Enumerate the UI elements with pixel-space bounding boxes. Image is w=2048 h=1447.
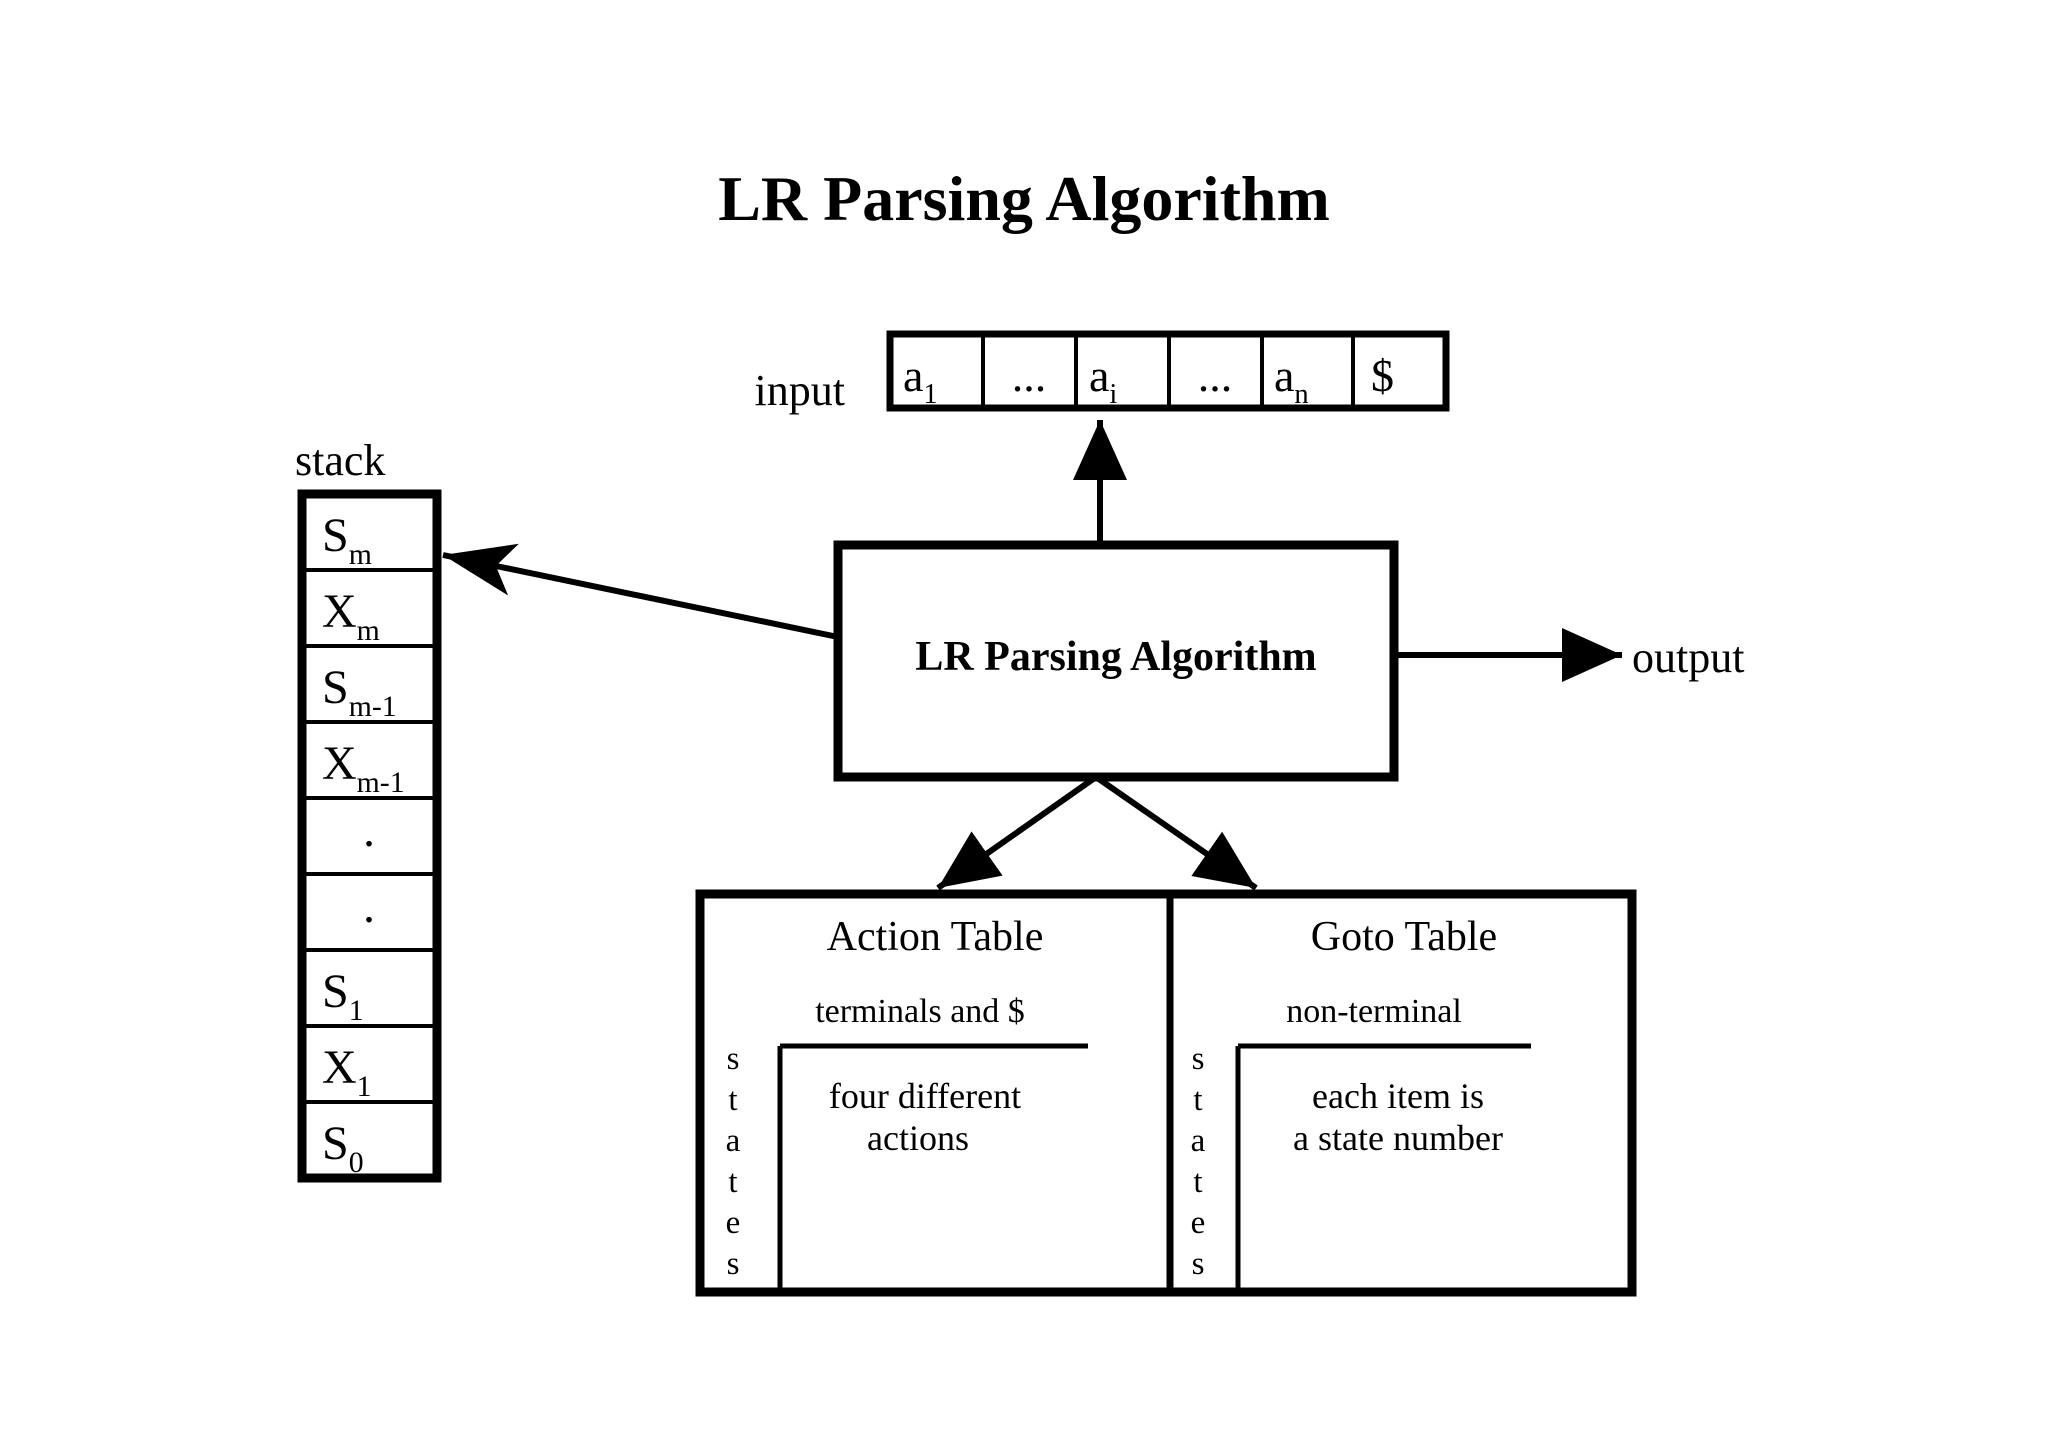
input-cell-4-sub: n: [1294, 379, 1308, 410]
goto-table-states-letter-3: t: [1193, 1164, 1202, 1200]
goto-table-body-line-0: each item is: [1312, 1076, 1484, 1116]
input-cell-1-base: ...: [1012, 350, 1047, 401]
input-cell-2-sub: i: [1109, 379, 1117, 410]
input-cell-4-base: a: [1274, 350, 1294, 401]
stack-cell-1-sub: m: [357, 614, 380, 647]
stack-cell-0: Sm: [322, 509, 372, 571]
stack-cell-8-sub: 0: [349, 1146, 364, 1179]
action-table-states-letter-1: t: [728, 1082, 737, 1118]
input-tape: a1 ... ai ... an $: [886, 330, 1450, 412]
stack-box: Sm Xm Sm-1 Xm-1 . . S1 X1 S0: [297, 489, 442, 1183]
goto-table: Goto Table non-terminal s t a t e s each…: [1191, 914, 1531, 1288]
action-table-states-letter-0: s: [727, 1041, 740, 1077]
stack-arrow: [442, 543, 839, 640]
goto-table-body-line-1: a state number: [1293, 1118, 1503, 1158]
action-table: Action Table terminals and $ s t a t e s…: [726, 914, 1088, 1288]
stack-cell-7-sub: 1: [357, 1070, 372, 1103]
action-table-body-line-1: actions: [867, 1118, 969, 1158]
goto-table-column-header: non-terminal: [1286, 993, 1462, 1030]
stack-cell-6: S1: [322, 965, 364, 1027]
page-title: LR Parsing Algorithm: [718, 163, 1330, 234]
stack-cell-0-base: S: [322, 509, 349, 562]
stack-cell-2: Sm-1: [322, 661, 397, 723]
input-cell-2-base: a: [1089, 350, 1109, 401]
action-table-body-line-0: four different: [829, 1076, 1021, 1116]
input-cell-0-base: a: [903, 350, 923, 401]
input-cell-1: ...: [1012, 350, 1047, 401]
stack-cell-7: X1: [322, 1041, 372, 1103]
stack-cell-1-base: X: [322, 585, 357, 638]
action-table-states-letter-5: s: [727, 1246, 740, 1282]
input-cell-3: ...: [1198, 350, 1233, 401]
action-table-states-letter-3: t: [728, 1164, 737, 1200]
output-label: output: [1632, 633, 1744, 682]
input-cell-4: an: [1274, 350, 1309, 410]
goto-table-states-letter-5: s: [1192, 1246, 1205, 1282]
input-cell-5-base: $: [1371, 350, 1394, 401]
stack-cell-3-base: X: [322, 737, 357, 790]
stack-cell-3-sub: m-1: [357, 766, 405, 799]
stack-cell-7-base: X: [322, 1041, 357, 1094]
action-table-states-letter-4: e: [726, 1205, 741, 1241]
input-cell-2: ai: [1089, 350, 1117, 410]
goto-table-states-letter-1: t: [1193, 1082, 1202, 1118]
input-cell-0-sub: 1: [923, 379, 937, 410]
engine-label: LR Parsing Algorithm: [915, 634, 1316, 680]
engine-box: LR Parsing Algorithm: [833, 540, 1399, 782]
stack-label: stack: [295, 436, 385, 485]
goto-table-title: Goto Table: [1311, 914, 1497, 960]
action-table-states-letter-2: a: [726, 1123, 741, 1159]
stack-cell-5: .: [363, 880, 375, 933]
stack-cell-8-base: S: [322, 1117, 349, 1170]
input-cell-3-base: ...: [1198, 350, 1233, 401]
stack-cell-6-sub: 1: [349, 994, 364, 1027]
stack-cell-6-base: S: [322, 965, 349, 1018]
stack-cell-0-sub: m: [349, 538, 372, 571]
goto-table-states-letter-0: s: [1192, 1041, 1205, 1077]
action-table-arrow: [936, 774, 1098, 891]
stack-cell-4: .: [363, 804, 375, 857]
action-table-title: Action Table: [827, 914, 1044, 960]
input-cell-0: a1: [903, 350, 938, 410]
stack-cell-8: S0: [322, 1117, 364, 1179]
tables-container: Action Table terminals and $ s t a t e s…: [695, 889, 1637, 1297]
goto-table-arrow: [1094, 774, 1258, 891]
goto-table-states-letter-4: e: [1191, 1205, 1206, 1241]
stack-cell-2-sub: m-1: [349, 690, 397, 723]
stack-cell-1: Xm: [322, 585, 380, 647]
input-label: input: [755, 366, 845, 415]
goto-table-states-letter-2: a: [1191, 1123, 1206, 1159]
stack-cell-2-base: S: [322, 661, 349, 714]
input-cell-5: $: [1371, 350, 1394, 401]
action-table-column-header: terminals and $: [815, 993, 1025, 1030]
stack-cell-3: Xm-1: [322, 737, 405, 799]
